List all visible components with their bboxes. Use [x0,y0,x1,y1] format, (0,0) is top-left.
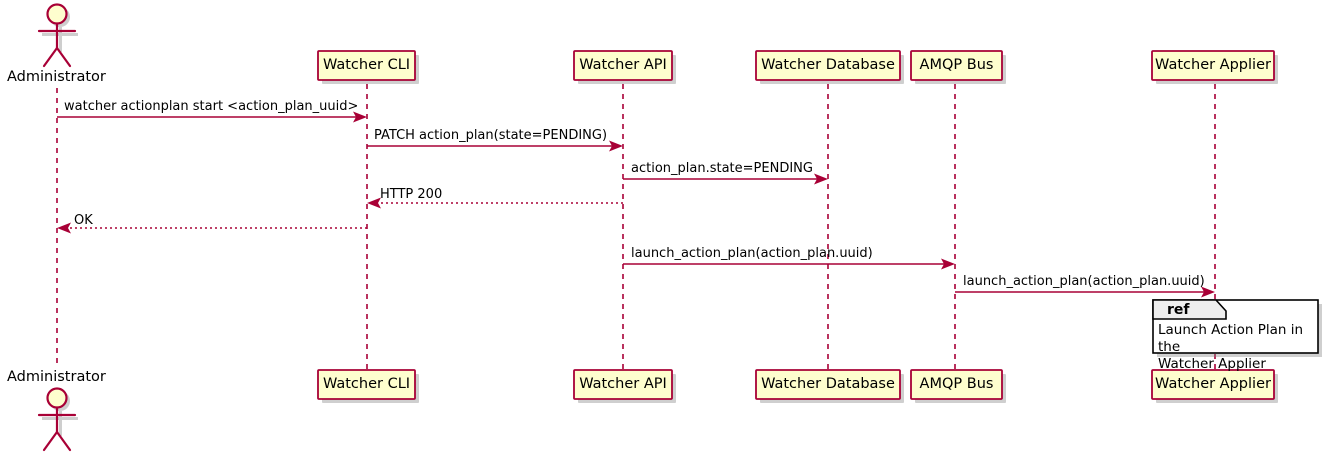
actor-label-administrator-top: Administrator [7,69,106,85]
participant-label-watcher-database-bottom: Watcher Database [761,376,895,393]
participant-box-watcher-database-top[interactable] [755,50,901,81]
actor-leg-left-icon [42,430,59,452]
message-label-5: OK [74,213,93,228]
participant-box-amqp-bus-top[interactable] [910,50,1003,81]
message-arrow-1 [57,111,367,123]
participant-box-watcher-applier-bottom[interactable] [1151,369,1275,400]
participant-box-amqp-bus-bottom[interactable] [910,369,1003,400]
participant-label-watcher-api-bottom: Watcher API [579,376,667,393]
message-label-1: watcher actionplan start <action_plan_uu… [64,99,359,114]
participant-box-watcher-database-bottom[interactable] [755,369,901,400]
actor-administrator-top [37,3,78,68]
participant-box-watcher-cli-bottom[interactable] [317,369,416,400]
message-arrow-2 [367,140,623,152]
message-arrow-6 [623,258,955,270]
message-arrow-4 [367,197,623,209]
message-label-4: HTTP 200 [380,187,443,202]
message-label-3: action_plan.state=PENDING [631,161,813,176]
lifelines [56,84,1216,370]
participant-boxes-bottom [317,369,1278,403]
message-arrow-7 [955,286,1215,298]
actor-leg-right-icon [55,46,72,68]
participant-label-watcher-cli-top: Watcher CLI [322,57,411,74]
message-label-7: launch_action_plan(action_plan.uuid) [963,274,1205,289]
actor-administrator-bottom [37,387,78,452]
participant-label-watcher-applier-bottom: Watcher Applier [1155,376,1271,393]
ref-fragment-tab [1152,299,1227,320]
message-label-6: launch_action_plan(action_plan.uuid) [631,246,873,261]
message-arrow-3 [623,173,828,185]
participant-label-watcher-cli-bottom: Watcher CLI [322,376,411,393]
participant-label-watcher-applier-top: Watcher Applier [1155,57,1271,74]
message-label-2: PATCH action_plan(state=PENDING) [374,128,608,143]
actor-head-icon [46,3,68,25]
ref-fragment-text: Launch Action Plan in the Watcher Applie… [1158,322,1304,372]
actor-leg-left-icon [42,46,59,68]
actor-leg-right-icon [55,430,72,452]
actor-label-administrator-bottom: Administrator [7,369,106,385]
participant-box-watcher-api-bottom[interactable] [573,369,673,400]
participant-label-amqp-bus-top: AMQP Bus [919,57,994,74]
message-arrow-5 [57,222,367,234]
ref-fragment-box[interactable] [1152,299,1322,357]
participant-label-amqp-bus-bottom: AMQP Bus [919,376,994,393]
actor-head-icon [46,387,68,409]
participant-label-watcher-database-top: Watcher Database [761,57,895,74]
participant-box-watcher-cli-top[interactable] [317,50,416,81]
participant-boxes-top [317,50,1278,84]
participant-box-watcher-api-top[interactable] [573,50,673,81]
participant-box-watcher-applier-top[interactable] [1151,50,1275,81]
participant-label-watcher-api-top: Watcher API [579,57,667,74]
ref-fragment-keyword: ref [1167,302,1190,318]
